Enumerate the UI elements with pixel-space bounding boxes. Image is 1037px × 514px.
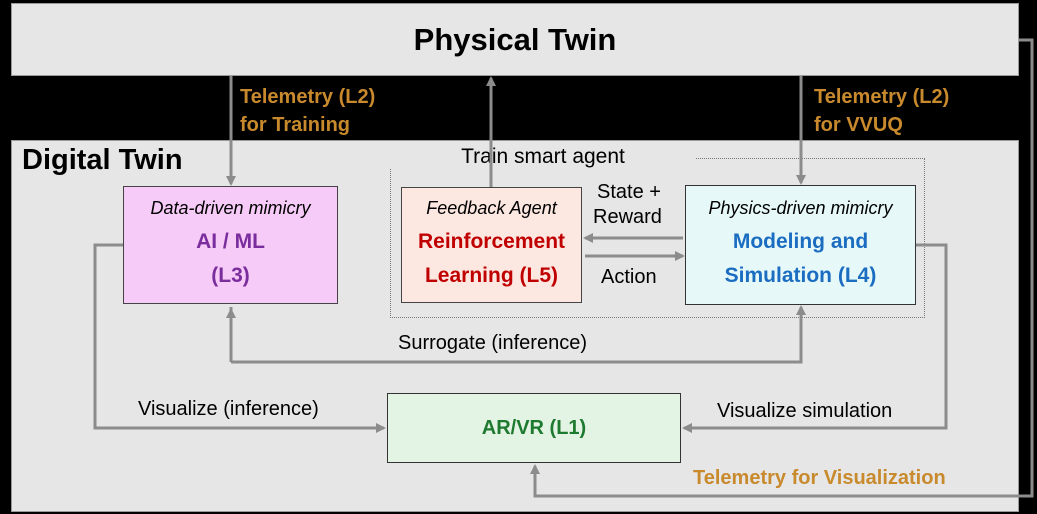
telemetry-vvuq-line1: Telemetry (L2) — [814, 86, 950, 108]
telemetry-vvuq-line2: for VVUQ — [814, 114, 903, 136]
ms-role: Physics-driven mimicry — [708, 197, 893, 218]
rl-role: Feedback Agent — [426, 197, 557, 218]
telemetry-training-label: Telemetry (L2) for Training — [240, 83, 375, 139]
state-reward-label-line2: Reward — [593, 206, 662, 228]
visualize-inference-arrow — [93, 243, 386, 433]
telemetry-training-line2: for Training — [240, 114, 350, 136]
ai-ml-level: (L3) — [211, 263, 250, 287]
physical-twin-title: Physical Twin — [413, 21, 617, 57]
digital-twin-title: Digital Twin — [22, 144, 183, 176]
modeling-simulation-module: Physics-driven mimicry Modeling and Simu… — [685, 185, 916, 305]
physical-twin-box: Physical Twin — [11, 3, 1019, 76]
surrogate-arrow-line — [231, 305, 806, 364]
ms-title-line2: Simulation (L4) — [724, 263, 877, 287]
train-smart-agent-label: Train smart agent — [390, 145, 696, 169]
rl-title-line1: Reinforcement — [417, 229, 566, 253]
ms-title-line1: Modeling and — [732, 229, 869, 253]
train-smart-agent-text: Train smart agent — [455, 145, 631, 168]
rl-title-line2: Learning (L5) — [424, 263, 558, 287]
visualize-simulation-arrow — [682, 243, 948, 433]
ai-ml-module: Data-driven mimicry AI / ML (L3) — [123, 186, 338, 304]
ar-vr-title: AR/VR (L1) — [481, 416, 587, 439]
telemetry-vvuq-label: Telemetry (L2) for VVUQ — [814, 83, 949, 139]
ai-ml-title: AI / ML — [196, 229, 265, 253]
visualize-inference-label: Visualize (inference) — [138, 398, 319, 420]
reinforcement-learning-module: Feedback Agent Reinforcement Learning (L… — [401, 187, 582, 303]
action-label: Action — [601, 266, 657, 288]
state-reward-label-line1: State + — [597, 181, 661, 203]
surrogate-label: Surrogate (inference) — [398, 332, 587, 354]
telemetry-training-line1: Telemetry (L2) — [240, 86, 376, 108]
telemetry-visualization-arrow — [530, 38, 1034, 498]
telemetry-visualization-label: Telemetry for Visualization — [693, 467, 946, 489]
ai-ml-role: Data-driven mimicry — [150, 197, 311, 218]
visualize-simulation-label: Visualize simulation — [717, 400, 893, 422]
ar-vr-module: AR/VR (L1) — [387, 393, 681, 463]
